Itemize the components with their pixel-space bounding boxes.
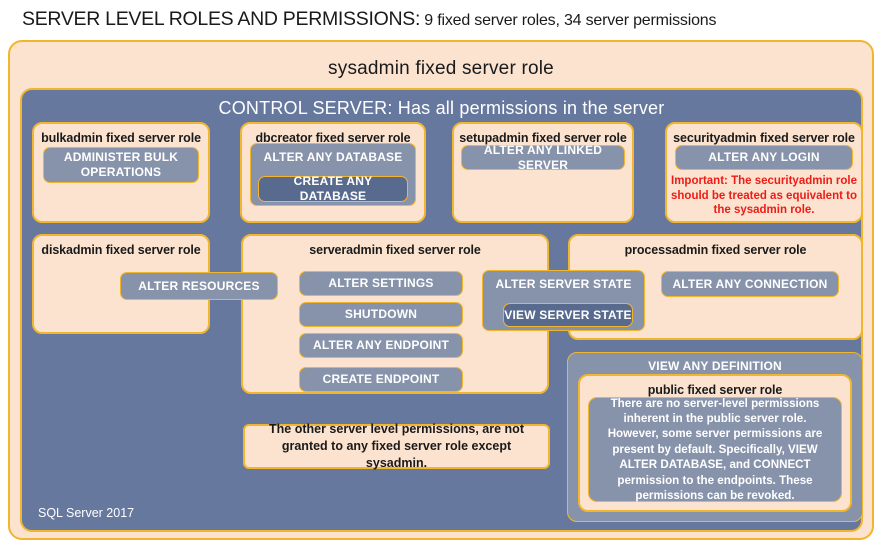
permission-alter-any-linked-server[interactable]: ALTER ANY LINKED SERVER (461, 143, 625, 172)
permission-alter-any-connection[interactable]: ALTER ANY CONNECTION (661, 271, 839, 297)
permission-administer-bulk-operations[interactable]: ADMINISTER BULK OPERATIONS (43, 147, 199, 183)
role-title-public: public fixed server role (647, 383, 783, 397)
role-title-setupadmin: setupadmin fixed server role (459, 131, 627, 145)
role-title-serveradmin: serveradmin fixed server role (309, 243, 481, 257)
role-title-bulkadmin: bulkadmin fixed server role (41, 131, 201, 145)
permission-view-server-state[interactable]: VIEW SERVER STATE (503, 303, 633, 327)
permission-create-endpoint[interactable]: CREATE ENDPOINT (299, 367, 463, 392)
role-card-setupadmin: setupadmin fixed server role (452, 122, 634, 223)
permission-alter-any-login[interactable]: ALTER ANY LOGIN (675, 145, 853, 170)
permission-shutdown[interactable]: SHUTDOWN (299, 302, 463, 327)
sysadmin-role-label: sysadmin fixed server role (328, 58, 554, 79)
page-title-main: SERVER LEVEL ROLES AND PERMISSIONS: (22, 8, 421, 30)
control-server-label: CONTROL SERVER: Has all permissions in t… (218, 98, 665, 118)
sql-server-version-label: SQL Server 2017 (38, 506, 135, 520)
securityadmin-warning-text: Important: The securityadmin role should… (671, 175, 857, 217)
permission-alter-resources[interactable]: ALTER RESOURCES (120, 272, 278, 300)
role-title-securityadmin: securityadmin fixed server role (673, 131, 855, 145)
role-card-securityadmin: securityadmin fixed server role (665, 122, 863, 223)
public-role-description: There are no server-level permissions in… (588, 397, 842, 502)
permission-create-any-database[interactable]: CREATE ANY DATABASE (258, 174, 408, 203)
role-title-diskadmin: diskadmin fixed server role (41, 243, 201, 257)
role-title-processadmin: processadmin fixed server role (624, 243, 807, 257)
page-title: SERVER LEVEL ROLES AND PERMISSIONS: 9 fi… (22, 8, 862, 34)
permission-alter-settings[interactable]: ALTER SETTINGS (299, 271, 463, 296)
page-title-sub: 9 fixed server roles, 34 server permissi… (420, 12, 717, 29)
note-other-permissions: The other server level permissions, are … (243, 422, 550, 470)
permission-alter-any-endpoint[interactable]: ALTER ANY ENDPOINT (299, 333, 463, 358)
role-title-dbcreator: dbcreator fixed server role (255, 131, 411, 145)
